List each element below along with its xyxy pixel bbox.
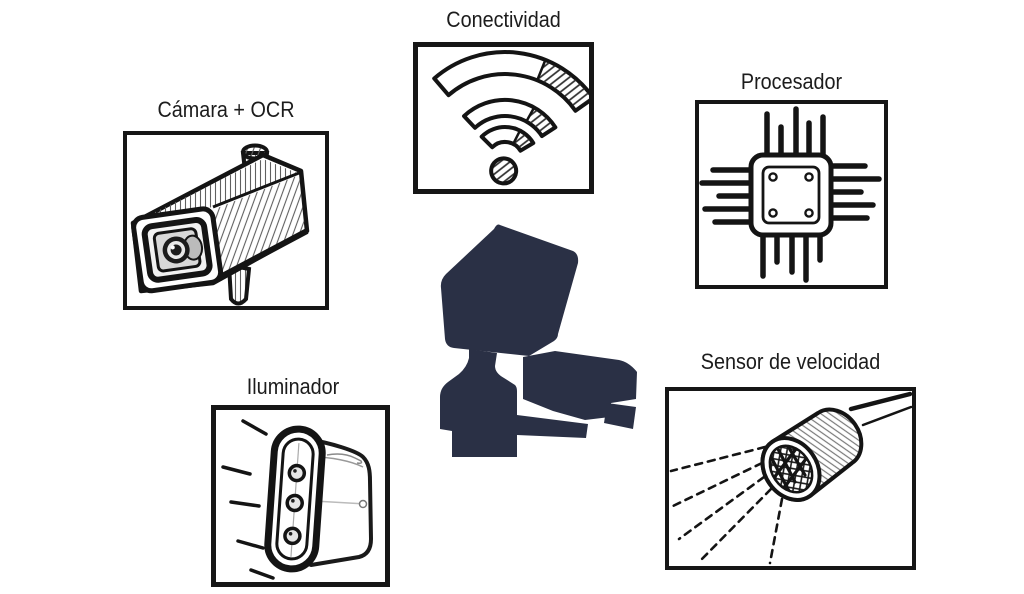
speed-camera-silhouette: [440, 224, 637, 457]
illuminator-icon: [221, 419, 373, 580]
label-iluminador: Iluminador: [246, 374, 340, 399]
processor-chip-icon: [699, 106, 882, 283]
box-conectividad: [413, 42, 594, 194]
label-conectividad: Conectividad: [446, 7, 561, 32]
label-procesador: Procesador: [740, 69, 843, 94]
speed-sensor-icon: [669, 391, 912, 565]
wifi-icon: [432, 50, 589, 186]
box-iluminador: [211, 405, 390, 587]
box-camara-ocr: [123, 131, 329, 310]
box-sensor-velocidad: [665, 387, 916, 570]
label-sensor-velocidad: Sensor de velocidad: [700, 349, 881, 374]
label-camara-ocr: Cámara + OCR: [157, 97, 295, 122]
cctv-camera-icon: [130, 143, 310, 306]
box-procesador: [695, 100, 888, 289]
